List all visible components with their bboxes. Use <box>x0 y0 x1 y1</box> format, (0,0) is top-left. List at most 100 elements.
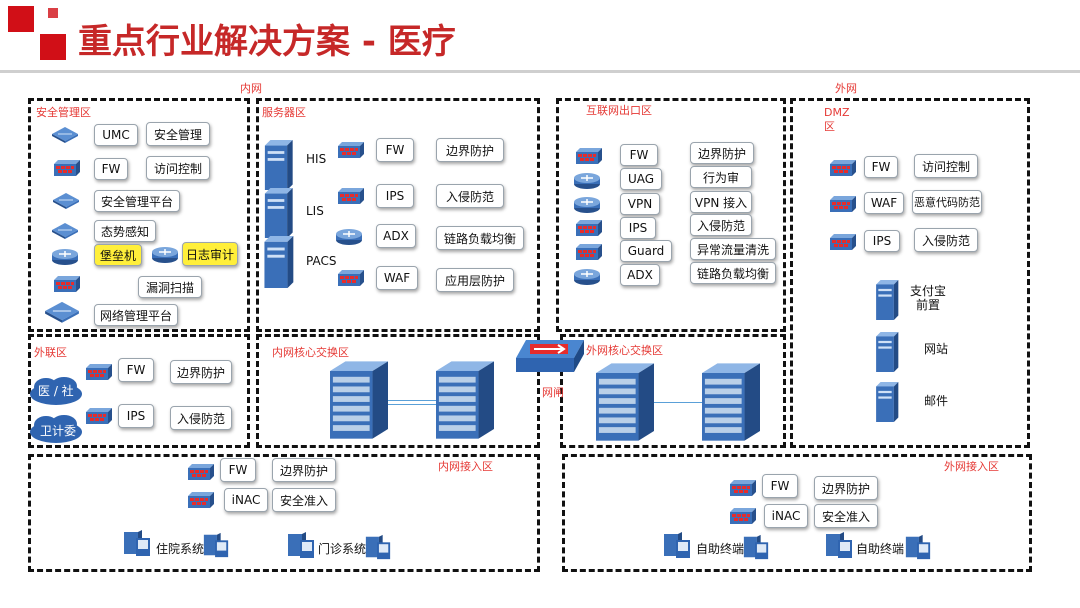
dmz-fw-icon <box>826 158 856 178</box>
zone-inner-access-label: 内网接入区 <box>438 460 493 473</box>
server-adx-func: 链路负载均衡 <box>436 226 524 250</box>
outpatient-label: 门诊系统 <box>318 542 367 556</box>
server-adx-icon <box>334 226 364 246</box>
dmz-ips-icon <box>826 232 856 252</box>
cloud-icon-2 <box>30 415 82 443</box>
inner-acc-fw-box: FW <box>220 458 256 482</box>
awareness-icon <box>50 220 80 240</box>
server-ips-box: IPS <box>376 184 414 208</box>
zone-security-mgmt-label: 安全管理区 <box>36 106 91 119</box>
outer-acc-fw-func: 边界防护 <box>814 476 878 500</box>
mail-label: 邮件 <box>924 394 949 408</box>
zone-security-mgmt <box>28 98 250 332</box>
outpatient-terminal-icon <box>286 530 316 560</box>
inpatient-terminal-icon-2 <box>202 530 230 560</box>
zone-inner-access <box>28 454 540 572</box>
lis-server-icon <box>256 188 296 238</box>
alipay-server-icon <box>868 280 902 320</box>
ext-ips-func: 入侵防范 <box>170 406 232 430</box>
zone-server <box>256 98 540 332</box>
ext-fw-box: FW <box>118 358 154 382</box>
zone-inner-core-label: 内网核心交换区 <box>272 346 349 359</box>
gateway-icon <box>516 340 584 372</box>
inpatient-terminal-icon <box>122 528 152 558</box>
extranet-label: 外网 <box>835 82 857 95</box>
exit-ips-func: 入侵防范 <box>690 214 752 236</box>
vuln-scan-box: 漏洞扫描 <box>138 276 202 298</box>
logo-square-2 <box>40 34 66 60</box>
inner-acc-inac-box: iNAC <box>224 488 268 512</box>
exit-guard-box: Guard <box>620 240 672 262</box>
umc-device-icon <box>50 124 80 144</box>
fw-device-icon <box>50 158 80 178</box>
self-service-terminal-icon-2b <box>904 532 932 562</box>
zone-server-label: 服务器区 <box>262 106 306 119</box>
title-divider <box>0 70 1080 73</box>
server-fw-box: FW <box>376 138 414 162</box>
net-mgmt-icon <box>40 298 84 324</box>
website-label: 网站 <box>924 342 949 356</box>
his-server-icon <box>256 140 296 190</box>
exit-ips-icon <box>572 218 602 238</box>
umc-func-box: 安全管理 <box>146 122 210 146</box>
cloud-icon-1 <box>30 377 82 405</box>
log-audit-box: 日志审计 <box>182 242 238 266</box>
inner-core-switch-1 <box>330 360 388 440</box>
awareness-box: 态势感知 <box>94 220 156 242</box>
inner-acc-fw-func: 边界防护 <box>272 458 336 482</box>
self-service-terminal-icon-1 <box>662 530 692 560</box>
fw-device-box: FW <box>94 158 128 180</box>
cloud-label-1: 医 / 社 <box>38 384 74 398</box>
zone-outer-core <box>560 334 786 448</box>
ext-ips-box: IPS <box>118 404 154 428</box>
ext-fw-func: 边界防护 <box>170 360 232 384</box>
dmz-waf-box: WAF <box>864 192 904 214</box>
security-platform-box: 安全管理平台 <box>94 190 180 212</box>
outer-core-switch-2 <box>702 362 760 442</box>
server-waf-icon <box>334 268 364 288</box>
bastion-icon <box>50 246 80 266</box>
dmz-fw-func: 访问控制 <box>914 154 978 178</box>
inner-acc-fw-icon <box>184 462 214 482</box>
exit-guard-func: 异常流量清洗 <box>690 238 776 260</box>
outer-acc-fw-icon <box>726 478 756 498</box>
server-ips-func: 入侵防范 <box>436 184 504 208</box>
server-ips-icon <box>334 186 364 206</box>
zone-dmz <box>790 98 1030 448</box>
logo-square-1 <box>8 6 34 32</box>
logo-square-3 <box>48 8 58 18</box>
log-audit-icon <box>150 244 180 264</box>
server-waf-box: WAF <box>376 266 418 290</box>
zone-external <box>28 334 250 448</box>
alipay-label: 支付宝 前置 <box>910 284 947 312</box>
lis-label: LIS <box>306 204 324 218</box>
fw-func-box: 访问控制 <box>146 156 210 180</box>
server-adx-box: ADX <box>376 224 416 248</box>
self-service-label-2: 自助终端 <box>856 542 905 556</box>
zone-outer-access-label: 外网接入区 <box>944 460 999 473</box>
server-fw-func: 边界防护 <box>436 138 504 162</box>
pacs-label: PACS <box>306 254 337 268</box>
exit-uag-box: UAG <box>620 168 662 190</box>
outer-acc-fw-box: FW <box>762 474 798 498</box>
exit-ips-box: IPS <box>620 217 656 239</box>
exit-uag-func: 行为审 <box>690 166 752 188</box>
gateway-label: 网闸 <box>542 386 564 399</box>
exit-adx-box: ADX <box>620 264 660 286</box>
self-service-terminal-icon-1b <box>742 532 770 562</box>
exit-vpn-icon <box>572 194 602 214</box>
exit-adx-icon <box>572 266 602 286</box>
umc-device-box: UMC <box>94 124 138 146</box>
exit-guard-icon <box>572 242 602 262</box>
exit-fw-icon <box>572 146 602 166</box>
pacs-server-icon <box>256 236 296 288</box>
inner-acc-inac-func: 安全准入 <box>272 488 336 512</box>
exit-fw-box: FW <box>620 144 658 166</box>
dmz-ips-func: 入侵防范 <box>914 228 978 252</box>
server-waf-func: 应用层防护 <box>436 268 514 292</box>
exit-vpn-box: VPN <box>620 193 660 215</box>
outpatient-terminal-icon-2 <box>364 532 392 562</box>
zone-inner-core <box>256 334 540 448</box>
ext-ips-icon <box>82 406 112 426</box>
exit-adx-func: 链路负载均衡 <box>690 262 776 284</box>
